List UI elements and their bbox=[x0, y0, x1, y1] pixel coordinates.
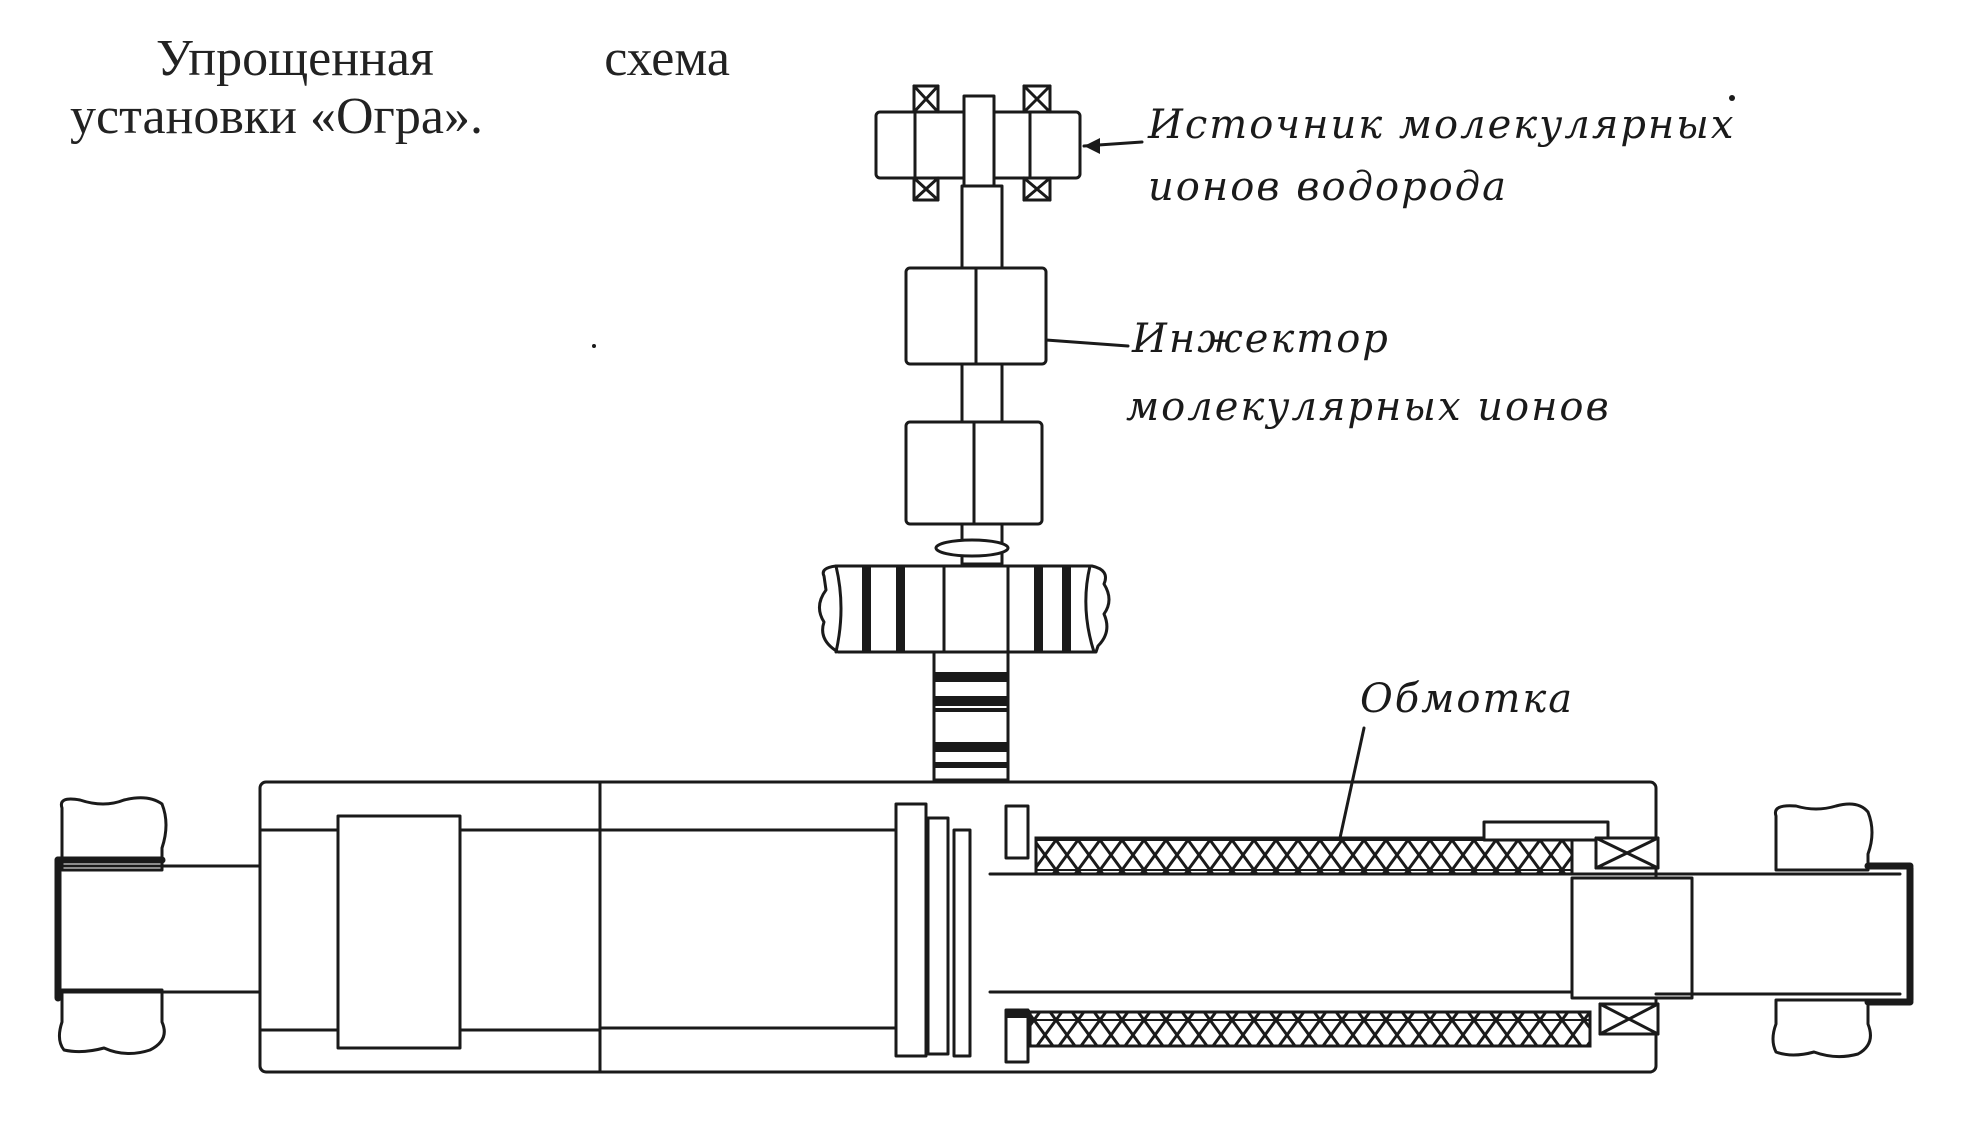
ink-speck bbox=[1729, 95, 1735, 101]
injector-lower-block bbox=[904, 420, 1044, 526]
ion-source bbox=[874, 84, 1082, 202]
label-source-line2: ионов водорода bbox=[1148, 164, 1508, 210]
label-injector-line1: Инжектор bbox=[1131, 316, 1390, 362]
ink-speck bbox=[592, 344, 596, 348]
right-end-coil bbox=[1654, 802, 1914, 1059]
focusing-magnet bbox=[818, 538, 1111, 654]
caption-word-1: Упрощенная bbox=[156, 30, 434, 87]
injector-upper-block bbox=[904, 266, 1048, 366]
label-source-line1: Источник молекулярных bbox=[1147, 102, 1735, 148]
winding-coil-upper bbox=[1034, 820, 1660, 876]
label-winding: Обмотка bbox=[1360, 676, 1574, 722]
leader-winding bbox=[1338, 726, 1366, 840]
leader-injector bbox=[1044, 338, 1130, 348]
label-injector-line2: молекулярных ионов bbox=[1126, 384, 1611, 430]
caption-line-2: установки «Огра». bbox=[70, 88, 483, 145]
winding-coil-lower bbox=[1006, 1002, 1660, 1048]
leader-source bbox=[1082, 138, 1144, 154]
figure-caption: Упрощенная схема установки «Огра». bbox=[70, 30, 730, 146]
caption-word-2: схема bbox=[604, 30, 730, 87]
injection-plates bbox=[894, 802, 972, 1058]
left-end-coil bbox=[54, 796, 262, 1055]
inner-tube bbox=[988, 804, 1694, 1064]
